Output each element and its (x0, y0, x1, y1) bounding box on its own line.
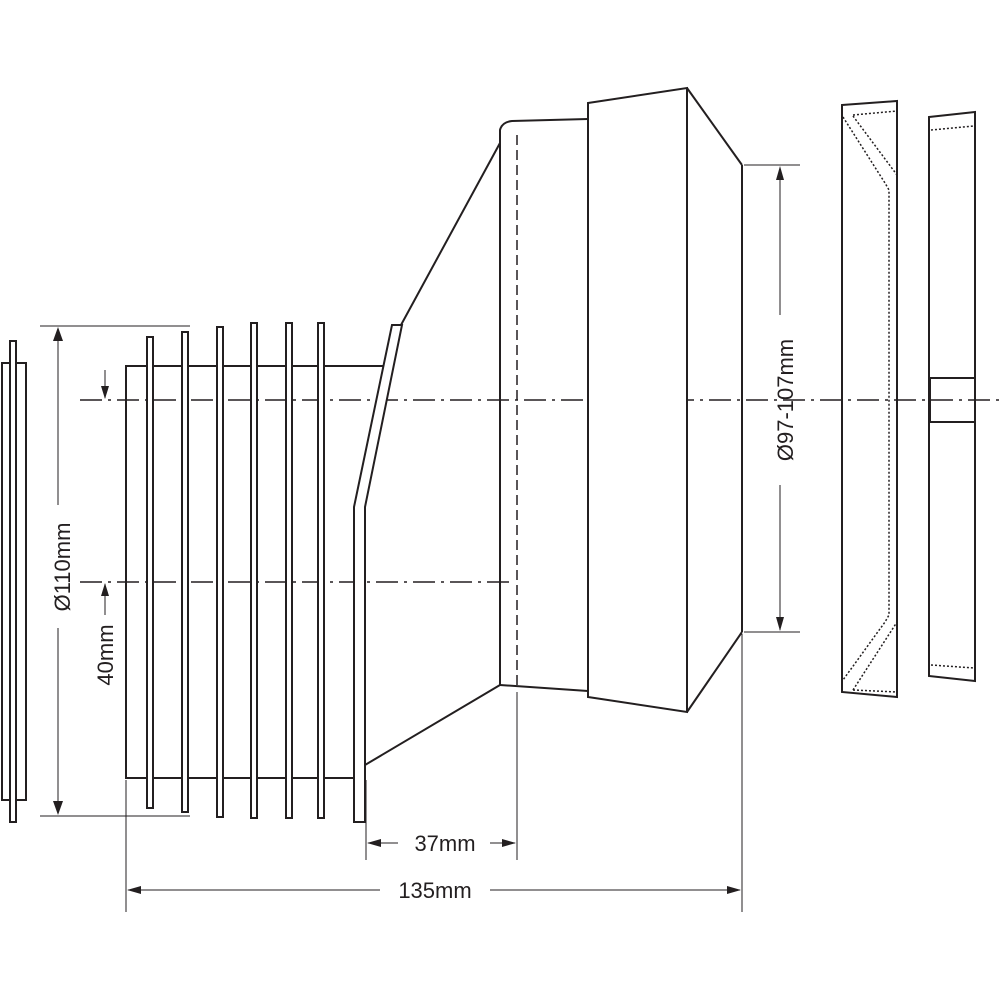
inner-diameter-label: Ø97-107mm (773, 339, 798, 461)
ribbed-pipe-body (125, 322, 404, 823)
eccentric-cone (364, 86, 743, 766)
offset-label: 40mm (93, 624, 118, 685)
flat-gasket (928, 110, 976, 683)
conical-gasket (841, 99, 898, 699)
socket-depth-dimension (365, 692, 518, 860)
inner-diameter-dimension (744, 164, 800, 633)
total-length-label: 135mm (398, 878, 471, 903)
offset-dimension (101, 370, 109, 615)
socket-depth-label: 37mm (414, 831, 475, 856)
total-length-dimension (125, 634, 743, 912)
outer-diameter-label: Ø110mm (50, 523, 75, 612)
left-sealing-ring (1, 340, 27, 823)
outer-diameter-dimension (40, 325, 190, 817)
